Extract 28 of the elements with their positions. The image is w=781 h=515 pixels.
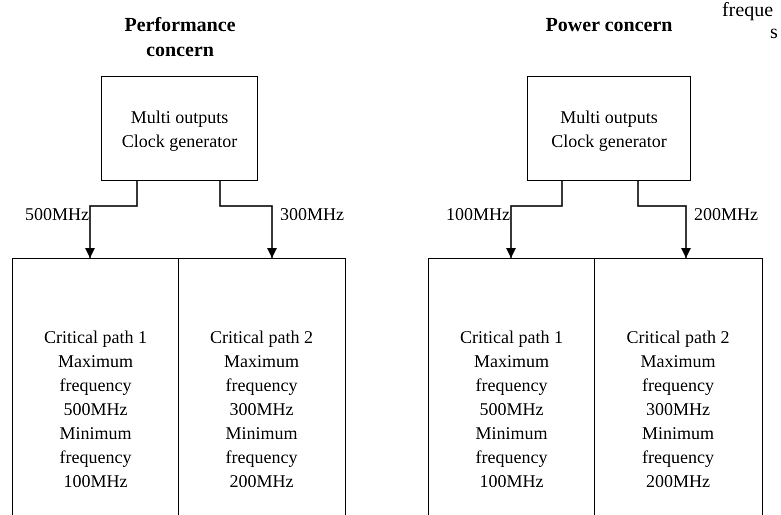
arrow xyxy=(506,181,563,258)
arrow xyxy=(219,181,277,258)
critical-path-box xyxy=(178,258,346,515)
box-text: Minimum frequency 200MHz xyxy=(640,422,715,493)
box-text: Multi outputs Clock generator xyxy=(120,106,238,152)
panel-heading: Power concern xyxy=(544,13,674,38)
clock-generator-box xyxy=(101,76,258,181)
box-text: Multi outputs Clock generator xyxy=(550,106,668,152)
box-text: Critical path 1 xyxy=(43,326,148,349)
box-text: Minimum frequency 100MHz xyxy=(58,422,132,493)
panel-heading: Performance concern xyxy=(123,13,237,63)
box-text: Maximum frequency 500MHz xyxy=(473,350,550,421)
box-text: Critical path 2 xyxy=(626,326,730,349)
critical-path-box xyxy=(12,258,179,515)
box-text: Maximum frequency 300MHz xyxy=(640,350,716,421)
cut-off-text: freque xyxy=(722,0,774,23)
box-text: Maximum frequency 500MHz xyxy=(57,350,134,421)
arrow xyxy=(85,181,138,258)
critical-path-box xyxy=(594,258,762,515)
arrow xyxy=(637,181,691,258)
clock-generator-box xyxy=(527,76,691,181)
box-text: Critical path 1 xyxy=(459,326,564,349)
box-text: Maximum frequency 300MHz xyxy=(223,350,300,421)
cut-off-text: s xyxy=(770,20,778,45)
box-text: Critical path 2 xyxy=(209,326,314,349)
box-text: Minimum frequency 100MHz xyxy=(474,422,548,493)
box-text: Minimum frequency 200MHz xyxy=(224,422,298,493)
critical-path-box xyxy=(428,258,595,515)
